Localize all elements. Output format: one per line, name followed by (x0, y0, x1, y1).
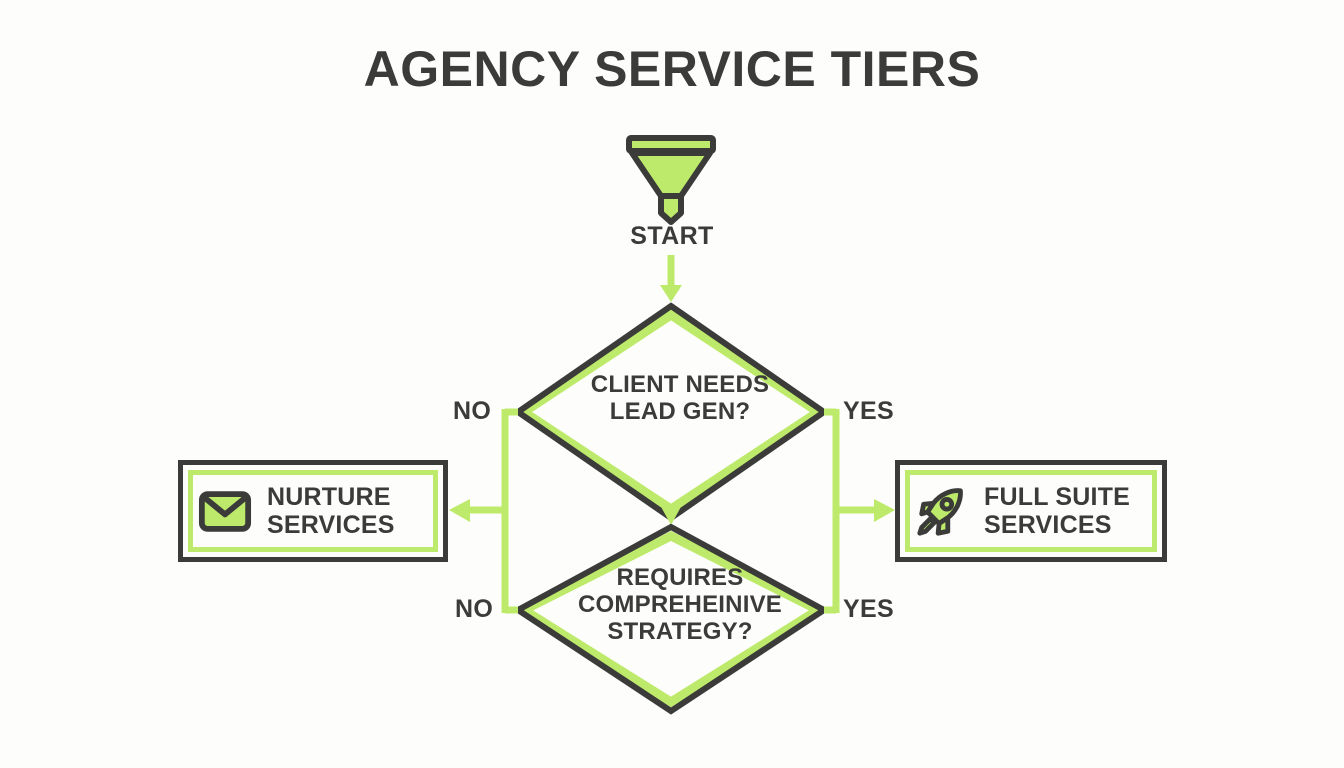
edge-label-yes-decision-1: YES (843, 397, 894, 425)
connector-decision-1-to-decision-2 (660, 505, 682, 525)
start-label: START (630, 222, 714, 250)
decision-1-label: CLIENT NEEDS LEAD GEN? (590, 371, 770, 425)
edge-label-no-decision-1: NO (453, 397, 492, 425)
edge-label-no-decision-2: NO (455, 595, 494, 623)
connector-no-paths (449, 408, 518, 614)
envelope-icon-glyph (198, 490, 252, 532)
connector-yes-paths (824, 408, 895, 614)
connector-start-to-decision-1 (660, 255, 682, 302)
outcome-label-nurture-services: NURTURE SERVICES (267, 483, 395, 539)
rocket-icon (914, 483, 970, 539)
decision-2-label: REQUIRES COMPREHEINIVE STRATEGY? (578, 564, 782, 645)
outcome-label-full-suite-services: FULL SUITE SERVICES (984, 483, 1130, 539)
edge-label-yes-decision-2: YES (843, 595, 894, 623)
outcome-node-nurture-services[interactable]: NURTURE SERVICES (178, 460, 448, 562)
outcome-node-full-suite-services[interactable]: FULL SUITE SERVICES (895, 460, 1167, 562)
page-title: AGENCY SERVICE TIERS (363, 41, 981, 97)
decision-node-2[interactable] (512, 523, 830, 715)
envelope-icon (197, 483, 253, 539)
rocket-icon-glyph (917, 488, 963, 536)
funnel-icon (626, 135, 716, 225)
